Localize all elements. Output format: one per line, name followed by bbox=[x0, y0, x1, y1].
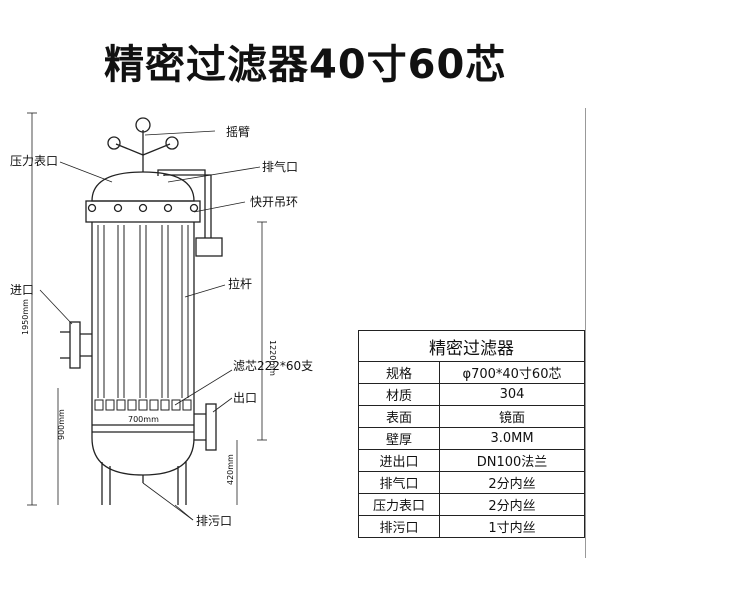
label-inlet: 进口 bbox=[10, 283, 34, 297]
outlet-pipe bbox=[194, 413, 206, 441]
dim-diameter-label: 700mm bbox=[128, 415, 159, 424]
inlet-flange bbox=[69, 321, 81, 369]
inlet-pipe bbox=[80, 333, 92, 357]
handwheel-ball bbox=[135, 117, 151, 133]
label-filter-element: 滤芯222*60支 bbox=[233, 359, 313, 373]
label-outlet: 出口 bbox=[233, 391, 257, 405]
dim-drain-height: 420mm bbox=[226, 454, 235, 485]
spec-key: 规格 bbox=[358, 361, 440, 384]
outlet-flange bbox=[205, 403, 217, 451]
label-pressure-gauge-port: 压力表口 bbox=[10, 154, 58, 168]
spec-value: 1寸内丝 bbox=[439, 515, 585, 538]
label-drain-port: 排污口 bbox=[196, 514, 232, 528]
filter-cartridges bbox=[97, 225, 189, 398]
dim-cartridge-length: 1220mm bbox=[268, 340, 277, 376]
cartridge-seats bbox=[94, 399, 192, 411]
spec-key: 壁厚 bbox=[358, 427, 440, 450]
label-rocker-arm: 摇臂 bbox=[226, 125, 250, 139]
label-tie-rod: 拉杆 bbox=[228, 276, 252, 291]
spec-value: φ700*40寸60芯 bbox=[439, 361, 585, 384]
divider-line bbox=[585, 108, 586, 558]
spec-key: 表面 bbox=[358, 405, 440, 428]
spec-value: 3.0MM bbox=[439, 427, 585, 450]
label-vent-port: 排气口 bbox=[262, 159, 298, 174]
spec-table-header: 精密过滤器 bbox=[358, 330, 585, 362]
lid-bolts bbox=[87, 203, 199, 213]
label-quick-lift-ring: 快开吊环 bbox=[250, 195, 298, 209]
spec-key: 排气口 bbox=[358, 471, 440, 494]
spec-value: DN100法兰 bbox=[439, 449, 585, 472]
spec-key: 进出口 bbox=[358, 449, 440, 472]
spec-value: 304 bbox=[439, 383, 585, 406]
vent-pipe bbox=[157, 169, 206, 238]
vessel-shell bbox=[91, 222, 195, 476]
spec-value: 镜面 bbox=[439, 405, 585, 428]
spec-key: 排污口 bbox=[358, 515, 440, 538]
vessel-lid bbox=[91, 171, 195, 202]
spec-key: 压力表口 bbox=[358, 493, 440, 516]
spec-value: 2分内丝 bbox=[439, 493, 585, 516]
vessel-legs bbox=[101, 462, 187, 505]
dim-outlet-height: 900mm bbox=[57, 409, 66, 440]
spec-row: 表面镜面 bbox=[358, 405, 585, 428]
spec-value: 2分内丝 bbox=[439, 471, 585, 494]
body-flange bbox=[85, 200, 201, 223]
dim-total-height: 1950mm bbox=[21, 299, 30, 335]
spec-key: 材质 bbox=[358, 383, 440, 406]
page-title: 精密过滤器40寸60芯 bbox=[104, 42, 507, 88]
